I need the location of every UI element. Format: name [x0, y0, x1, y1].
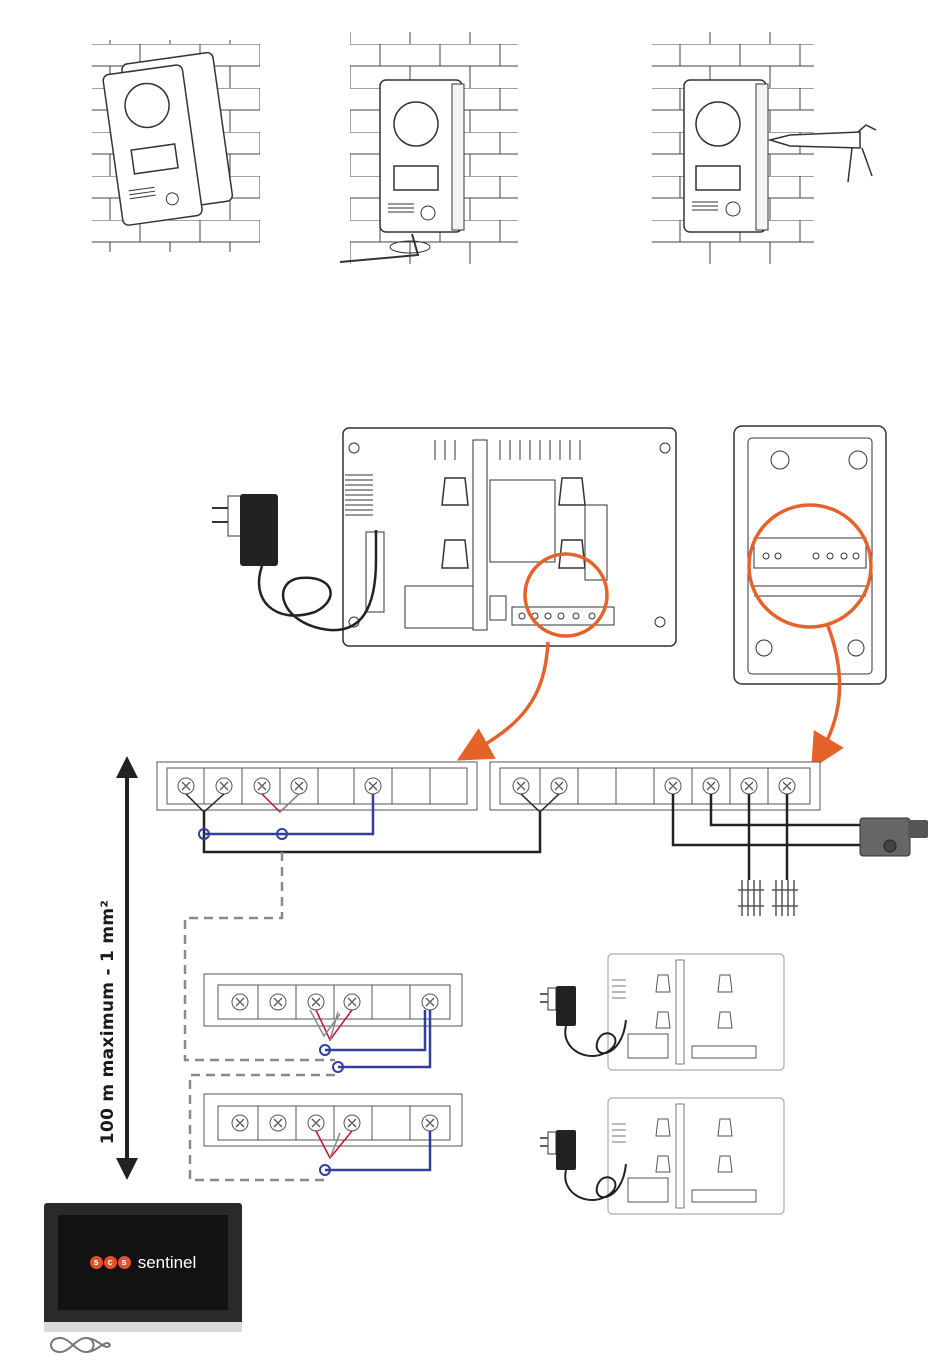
terminal-strip-monitor — [157, 762, 477, 810]
monitor-back-panel — [343, 428, 676, 646]
terminal-strip-door-station — [490, 762, 820, 810]
brand-word: sentinel — [138, 1253, 197, 1273]
install-step-screw — [340, 32, 518, 264]
cable-spec-label: 100 m maximum - 1 mm² — [98, 872, 122, 1172]
infinity-loop-icon — [51, 1338, 110, 1352]
electric-lock-icon — [860, 818, 928, 856]
door-station-icon — [684, 80, 768, 232]
terminal-strip-monitor-3 — [204, 1094, 462, 1175]
brand-letter: s — [90, 1256, 103, 1269]
brand-logo: s c s sentinel — [58, 1215, 228, 1310]
door-station-back — [734, 426, 886, 684]
arrow-monitor-terminals — [472, 642, 548, 752]
monitor-bottom-bar — [44, 1322, 242, 1332]
door-station-icon — [101, 52, 234, 226]
terminal-strip-monitor-2 — [204, 974, 462, 1072]
monitor-back-panel-2 — [608, 954, 784, 1070]
install-step-mount — [92, 40, 260, 252]
install-step-seal — [652, 32, 876, 264]
door-station-icon — [380, 80, 464, 232]
monitor-back-panel-3 — [608, 1098, 784, 1214]
brand-letter: s — [118, 1256, 131, 1269]
push-button-contacts — [738, 880, 798, 916]
monitor-front: s c s sentinel — [44, 1203, 242, 1331]
brand-letter: c — [104, 1256, 117, 1269]
monitor-screen: s c s sentinel — [58, 1215, 228, 1310]
